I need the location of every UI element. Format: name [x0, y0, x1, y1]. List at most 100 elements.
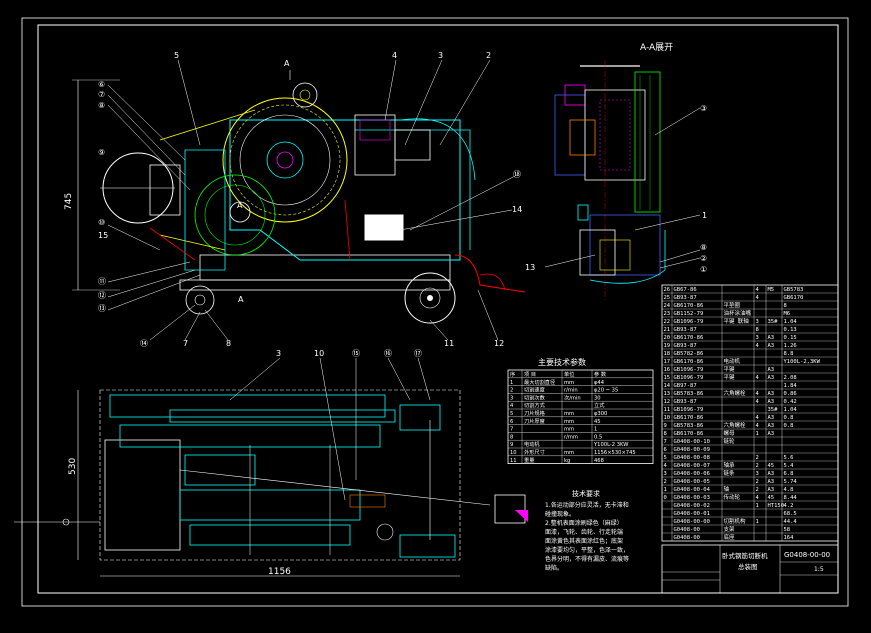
bom-cell: 45	[768, 495, 775, 501]
plan-balloon-10: 10	[314, 349, 324, 358]
bom-cell: M6	[784, 311, 791, 317]
tech-req-title: 技术要求	[572, 489, 600, 498]
bom-cell: G0408-00	[674, 527, 701, 533]
bom-cell: A3	[768, 335, 775, 341]
section-title: A-A展开	[640, 42, 673, 53]
params-cell: 参 数	[594, 370, 607, 378]
title-name: 卧式钢筋切断机	[722, 551, 768, 560]
bom-cell: A3	[768, 471, 775, 477]
bom-cell: Y100L-2,3KW	[784, 359, 821, 365]
bom-cell: 螺母	[724, 429, 736, 437]
bom-cell: GB67-86	[674, 287, 697, 293]
bom-cell: 24	[664, 303, 671, 309]
bom-cell: A3	[768, 431, 775, 437]
bom-cell: 17	[664, 359, 671, 365]
tech-params-title: 主要技术参数	[538, 357, 586, 367]
bom-cell: 16	[664, 367, 671, 373]
plan-balloon-15: ⑮	[352, 349, 360, 358]
params-cell: 重量	[524, 456, 534, 464]
params-cell: mm	[564, 411, 574, 417]
bom-cell: 8	[756, 327, 759, 333]
bom-cell: 油杯涂油嘴	[724, 309, 752, 317]
params-cell: 0.5	[594, 434, 602, 440]
bom-cell: 支架	[724, 525, 736, 533]
balloon-bottom-14: ⑭	[140, 339, 148, 348]
plan-balloon-16: ⑯	[384, 349, 392, 358]
params-cell: 刀片规格	[524, 409, 546, 417]
front-view: 745	[64, 59, 526, 324]
tech-req-line: 面漆，飞轮、齿轮、行走轮端	[545, 528, 623, 536]
bom-cell: G0408-00-09	[674, 447, 710, 453]
bom-cell: 0.86	[784, 391, 797, 397]
balloon-bottom-7: 7	[183, 339, 188, 348]
bom-cell: 8	[664, 431, 667, 437]
bom-cell: 1	[756, 503, 759, 509]
bom-cell: 9	[664, 423, 667, 429]
section-aa-view: A-A展开 ③ ⑧ 1 ② ① 13	[525, 42, 707, 300]
params-cell: 6	[510, 419, 513, 425]
bom-cell: A3	[768, 487, 775, 493]
bom-cell: GB5783	[784, 287, 804, 293]
balloon-3: 3	[438, 51, 443, 60]
params-cell: kg	[564, 458, 570, 464]
tech-req-line: 缺陷。	[545, 564, 563, 572]
bom-cell: GB6170-86	[674, 335, 704, 341]
bom-cell: G0408-00-05	[674, 479, 710, 485]
bom-cell: 链轮	[724, 437, 736, 445]
bom-cell: 12	[664, 399, 671, 405]
bom-cell: 2	[756, 487, 759, 493]
balloon-bottom-8: 8	[226, 339, 231, 348]
bom-cell: 8.44	[784, 495, 798, 501]
bom-cell: 35#	[768, 407, 779, 413]
params-cell: 1	[510, 380, 513, 386]
params-cell: Y100L-2 3KW	[593, 442, 628, 448]
tech-req-line: 1.各运动部分应灵活，无卡滞和	[545, 501, 629, 509]
bom-cell: 3	[756, 319, 759, 325]
bom-cell: A3	[768, 343, 775, 349]
bom-cell: A3	[768, 399, 775, 405]
balloon-5: 5	[174, 51, 179, 60]
plan-balloon-3: 3	[276, 349, 281, 358]
bom-cell: 6.8	[784, 471, 794, 477]
dim-745: 745	[64, 193, 74, 210]
params-cell: mm	[564, 450, 574, 456]
tech-req-line: 碰撞现象。	[545, 510, 575, 518]
bom-cell: 1.04	[784, 407, 798, 413]
drawing-number: G0408-00-00	[784, 551, 830, 559]
params-cell: 切割速度	[524, 386, 545, 394]
params-cell: φ20 ~ 35	[594, 388, 618, 394]
params-cell: 3	[510, 395, 513, 401]
bom-cell: A3	[768, 415, 775, 421]
bom-cell: A3	[768, 375, 775, 381]
params-cell: 电动机	[524, 440, 540, 448]
bom-cell: 1.84	[784, 383, 798, 389]
bom-cell: 平键 联轴	[724, 317, 750, 325]
bom-cell: 0.15	[784, 335, 797, 341]
bom-cell: GB1096-79	[674, 407, 704, 413]
bom-cell: G0408-00-06	[674, 471, 710, 477]
bom-cell: 4	[756, 423, 760, 429]
bom-cell: 4.2	[784, 503, 794, 509]
bom-cell: 4	[756, 295, 760, 301]
bom-cell: 4	[664, 463, 668, 469]
bom-cell: G0408-00-04	[674, 487, 711, 493]
bom-cell: 4	[756, 399, 760, 405]
params-cell: 30	[594, 395, 601, 401]
bom-cell: G0408-00-00	[674, 519, 710, 525]
bom-cell: GB93-87	[674, 343, 697, 349]
bom-cell: 22	[664, 319, 671, 325]
bom-cell: GB5783-86	[674, 391, 704, 397]
bom-cell: 底座	[724, 533, 736, 541]
params-cell: 立式	[594, 401, 605, 409]
bom-cell: 0.8	[784, 423, 794, 429]
params-cell: 468	[594, 458, 604, 464]
params-cell: 7	[510, 427, 513, 433]
bom-cell: 4	[756, 287, 760, 293]
bom-cell: 平垫圈	[724, 301, 741, 309]
section-a-bottom: A	[238, 295, 244, 304]
bom-cell: GB6170-86	[674, 431, 704, 437]
bom-cell: G0408-00-03	[674, 495, 710, 501]
section-balloon-13: 13	[525, 263, 535, 272]
bom-cell: G0408-00-10	[674, 439, 710, 445]
